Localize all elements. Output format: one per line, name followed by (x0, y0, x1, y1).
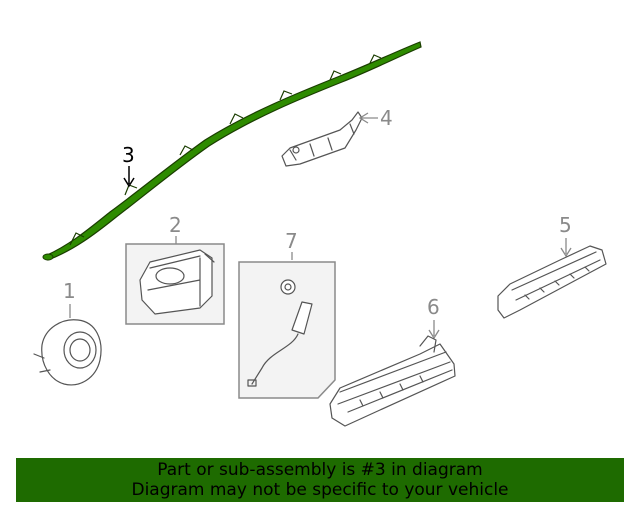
callout-5-leader (560, 238, 572, 258)
callout-4: 4 (380, 106, 393, 130)
side-airbag-part-4[interactable] (281, 111, 363, 167)
part-7-box (238, 261, 336, 399)
passenger-airbag-part-2[interactable] (139, 249, 215, 315)
callout-1: 1 (63, 279, 76, 303)
steering-wheel-airbag-part-1[interactable] (33, 319, 102, 386)
knee-airbag-part-5[interactable] (497, 245, 607, 319)
callout-2: 2 (169, 213, 182, 237)
callout-6: 6 (427, 295, 440, 319)
callout-4-leader (358, 112, 378, 124)
callout-3-leader (123, 166, 135, 188)
banner-line-1: Part or sub-assembly is #3 in diagram (157, 460, 483, 480)
notice-banner: Part or sub-assembly is #3 in diagram Di… (16, 458, 624, 502)
banner-line-2: Diagram may not be specific to your vehi… (131, 480, 509, 500)
callout-3: 3 (122, 143, 135, 167)
callout-5: 5 (559, 213, 572, 237)
callout-6-leader (428, 320, 440, 340)
curtain-airbag-part-3[interactable] (42, 41, 422, 261)
callout-7: 7 (285, 229, 298, 253)
rail-assembly-part-6[interactable] (329, 335, 456, 427)
sensor-part-7[interactable] (247, 279, 313, 387)
